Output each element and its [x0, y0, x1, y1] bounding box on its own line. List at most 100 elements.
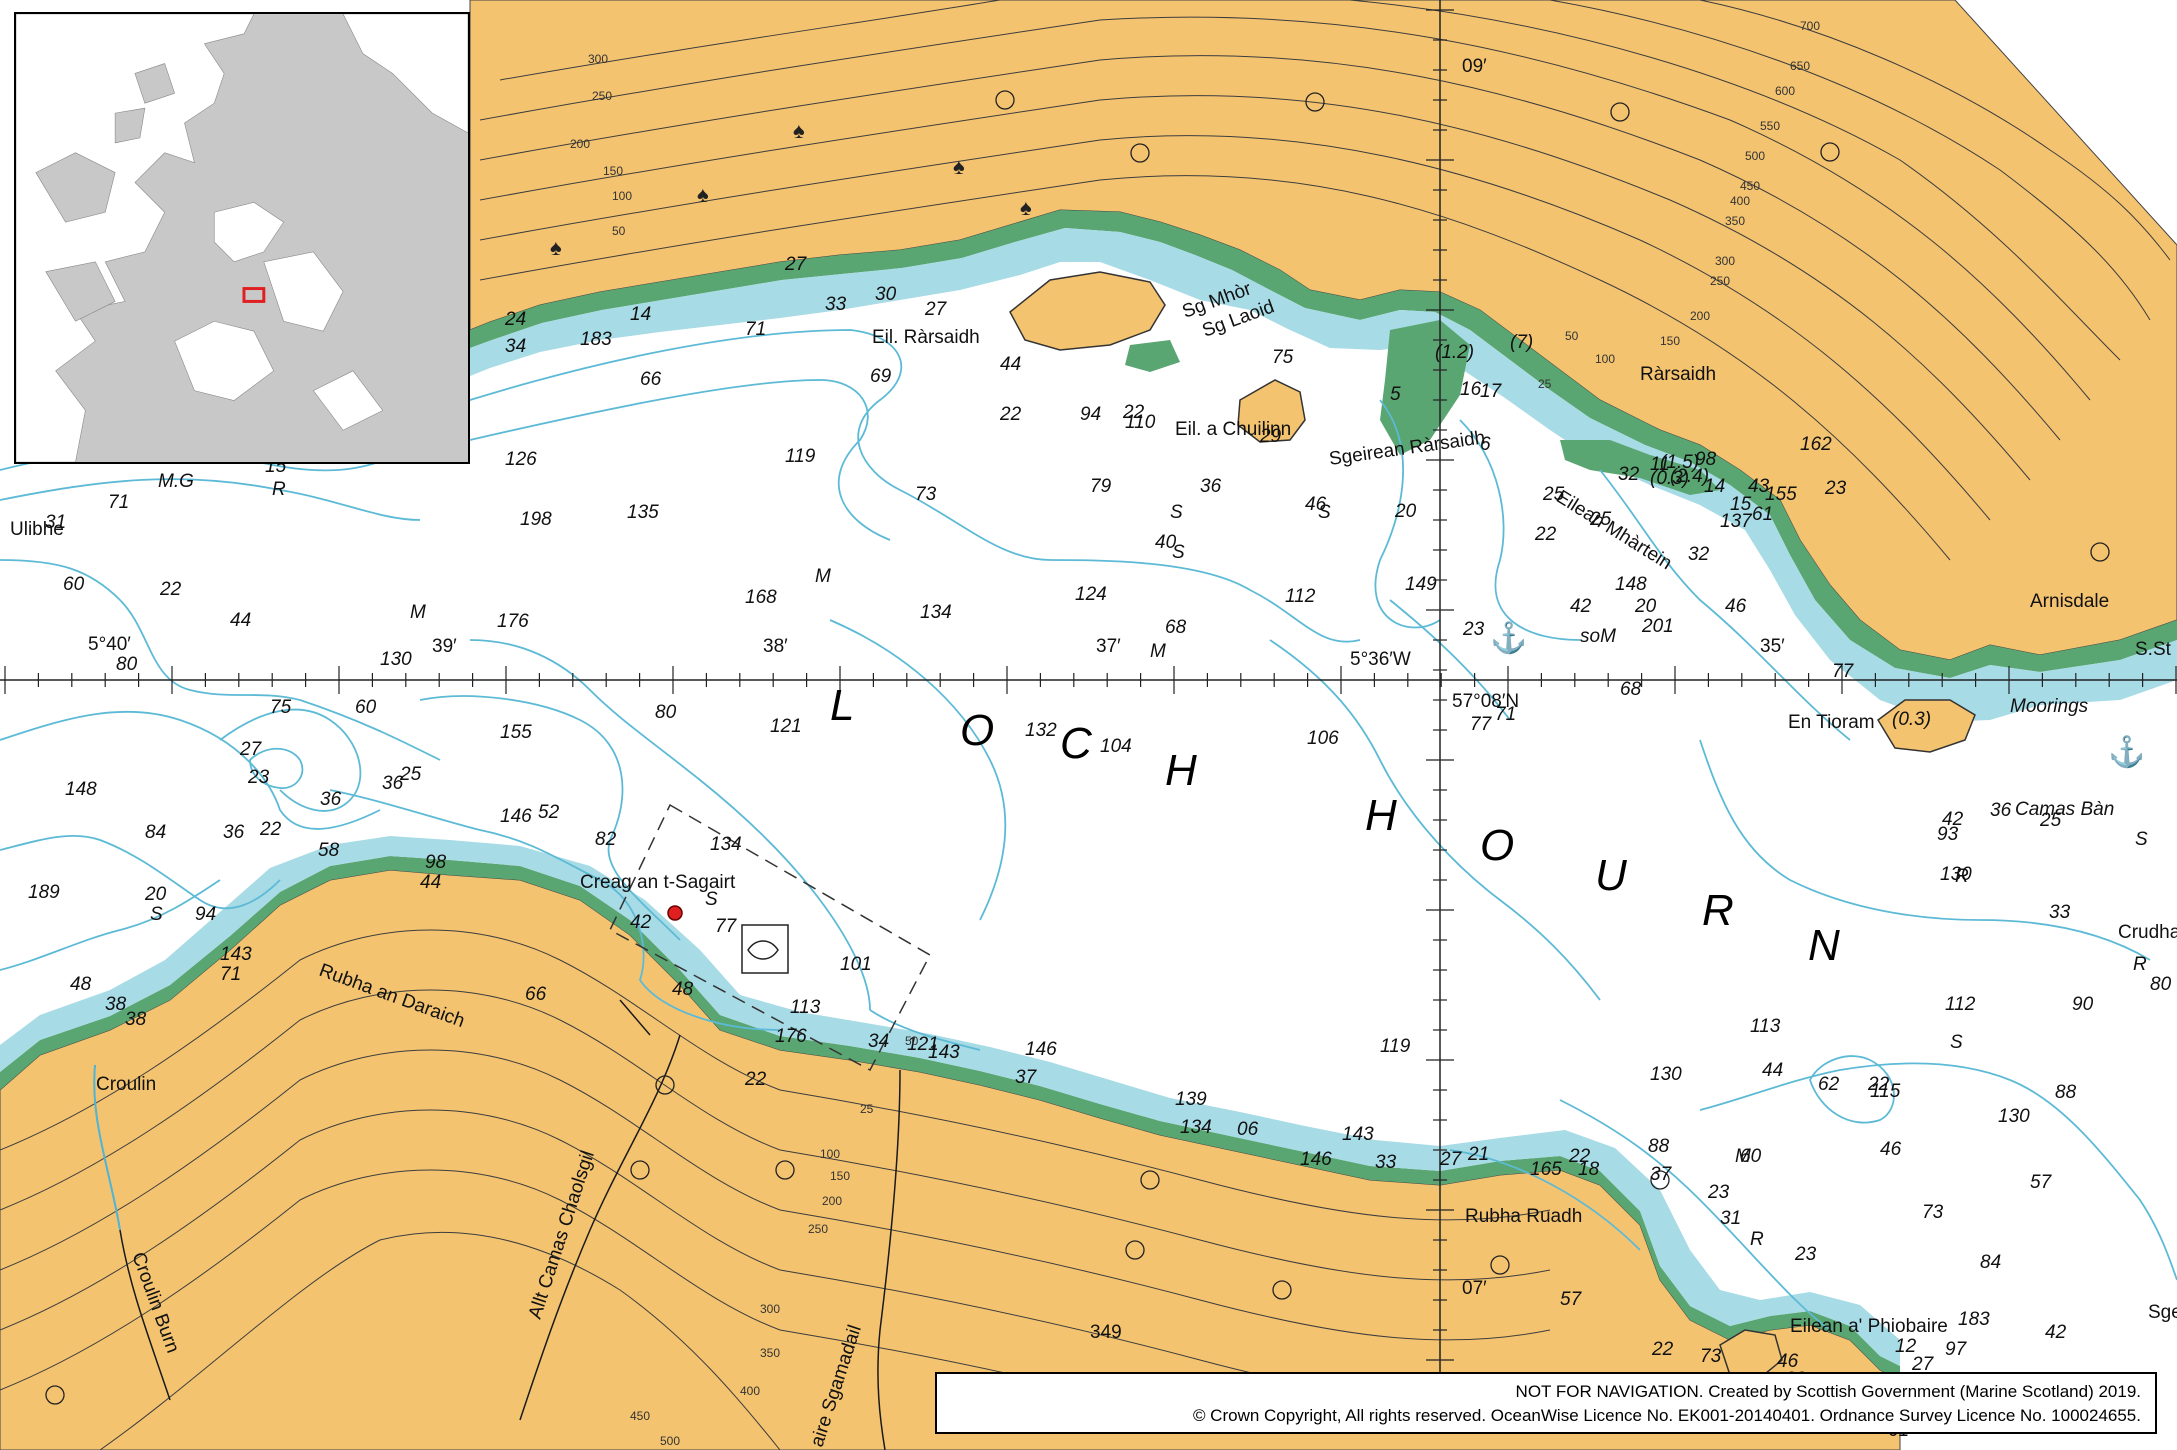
contour-label: 400	[1730, 194, 1750, 208]
sounding: 30	[875, 284, 897, 305]
sounding: 115	[1870, 1081, 1901, 1102]
sounding: 130	[380, 649, 412, 670]
inset-location-map[interactable]	[14, 12, 470, 464]
sounding: 73	[1700, 1346, 1722, 1367]
sounding: 20	[1394, 501, 1417, 522]
sounding: 17	[1480, 381, 1503, 402]
seabed-notation: S	[150, 904, 163, 925]
sounding: 155	[1765, 484, 1797, 505]
island-en-tioram	[1877, 699, 1976, 753]
sounding: 84	[145, 822, 166, 843]
drying-patch-rarsaidh	[1125, 340, 1180, 372]
contour-label: 450	[1740, 179, 1760, 193]
place-label: Rubha Ruadh	[1465, 1206, 1582, 1227]
sounding: 38	[125, 1009, 147, 1030]
inset-location-box	[242, 287, 266, 303]
sounding: 57	[2030, 1172, 2053, 1193]
place-label: Eilean a' Phiobaire	[1790, 1316, 1948, 1337]
sounding: 146	[1025, 1039, 1057, 1060]
sounding: 94	[195, 904, 216, 925]
sounding: 46	[1880, 1139, 1902, 1160]
place-label: Crudha	[2118, 922, 2177, 943]
sounding: 44	[1762, 1060, 1783, 1081]
sounding: (2.4)	[1670, 466, 1709, 487]
sounding: 90	[2072, 994, 2094, 1015]
sounding: 113	[790, 997, 821, 1018]
sounding: 183	[580, 329, 612, 350]
sounding: 66	[640, 369, 662, 390]
latitude-label: 09′	[1462, 56, 1487, 77]
contour-label: 400	[740, 1384, 760, 1398]
contour-label: 150	[830, 1169, 850, 1183]
sounding: 198	[520, 509, 552, 530]
sounding: 11	[1650, 454, 1670, 475]
contour-label: 250	[808, 1222, 828, 1236]
sounding: 33	[825, 294, 847, 315]
loch-letter: O	[960, 706, 996, 755]
contour-label: 450	[630, 1409, 650, 1423]
sounding: 34	[505, 336, 526, 357]
sounding: 27	[1911, 1354, 1935, 1375]
sounding: 33	[2049, 902, 2071, 923]
sounding: 29	[1259, 426, 1282, 447]
sounding: 31	[45, 512, 66, 533]
contour-label: 150	[1660, 334, 1680, 348]
sounding: 121	[770, 716, 802, 737]
sounding: 143	[220, 944, 252, 965]
contour-label: 50	[612, 224, 626, 238]
sounding: 6	[1480, 434, 1491, 455]
sounding: 20	[1634, 596, 1657, 617]
sounding: 15	[1730, 494, 1752, 515]
depth-contours	[0, 329, 2177, 1331]
sounding: 57	[1560, 1289, 1583, 1310]
sounding: 46	[1725, 596, 1747, 617]
sounding: 06	[1237, 1119, 1259, 1140]
north-drying-fringe	[470, 210, 2177, 678]
seabed-notation: M	[815, 566, 831, 587]
sounding: 176	[497, 611, 529, 632]
seabed-notation: soM	[1580, 626, 1616, 647]
contour-label: 50	[905, 1034, 919, 1048]
sounding: 23	[1707, 1182, 1730, 1203]
sounding: 22	[1568, 1146, 1591, 1167]
sounding: 14	[630, 304, 651, 325]
loch-letter: N	[1808, 921, 1842, 970]
sounding: 48	[672, 979, 694, 1000]
place-label: Camas Bàn	[2015, 799, 2114, 820]
sounding: 84	[1980, 1252, 2001, 1273]
contour-label: 700	[1800, 19, 1820, 33]
fish-farm-symbol	[741, 924, 789, 974]
sounding: 34	[868, 1031, 889, 1052]
contour-label: 550	[1760, 119, 1780, 133]
sounding: 165	[1530, 1159, 1562, 1180]
sounding: 146	[500, 806, 532, 827]
sounding: 68	[1620, 679, 1642, 700]
sounding: 75	[270, 697, 292, 718]
sounding: 44	[230, 610, 251, 631]
contour-label: 650	[1790, 59, 1810, 73]
sounding: 71	[745, 319, 766, 340]
sounding: 183	[1958, 1309, 1990, 1330]
sounding: 143	[928, 1042, 960, 1063]
seabed-notation: S	[2135, 829, 2148, 850]
sounding: 27	[1439, 1149, 1463, 1170]
sounding: 36	[1200, 476, 1222, 497]
island-eil-a-chuilinn	[1237, 379, 1306, 443]
seabed-notation: R	[1955, 866, 1969, 887]
contour-label: 350	[1725, 214, 1745, 228]
sounding: 32	[1618, 464, 1640, 485]
conifer-icon: ♠	[793, 118, 805, 143]
location-marker[interactable]	[667, 905, 683, 921]
sounding: 14	[1704, 476, 1725, 497]
seabed-notation: R	[2133, 954, 2147, 975]
sounding: 16	[1460, 379, 1482, 400]
north-shallow-water	[470, 228, 2177, 722]
sounding: 112	[1945, 994, 1976, 1015]
sounding: (0.3)	[1650, 468, 1689, 489]
contour-label: 100	[612, 189, 632, 203]
contour-label: 600	[1775, 84, 1795, 98]
sounding: 69	[870, 366, 892, 387]
seabed-notation: M	[1735, 1146, 1751, 1167]
sounding: 132	[1025, 720, 1057, 741]
